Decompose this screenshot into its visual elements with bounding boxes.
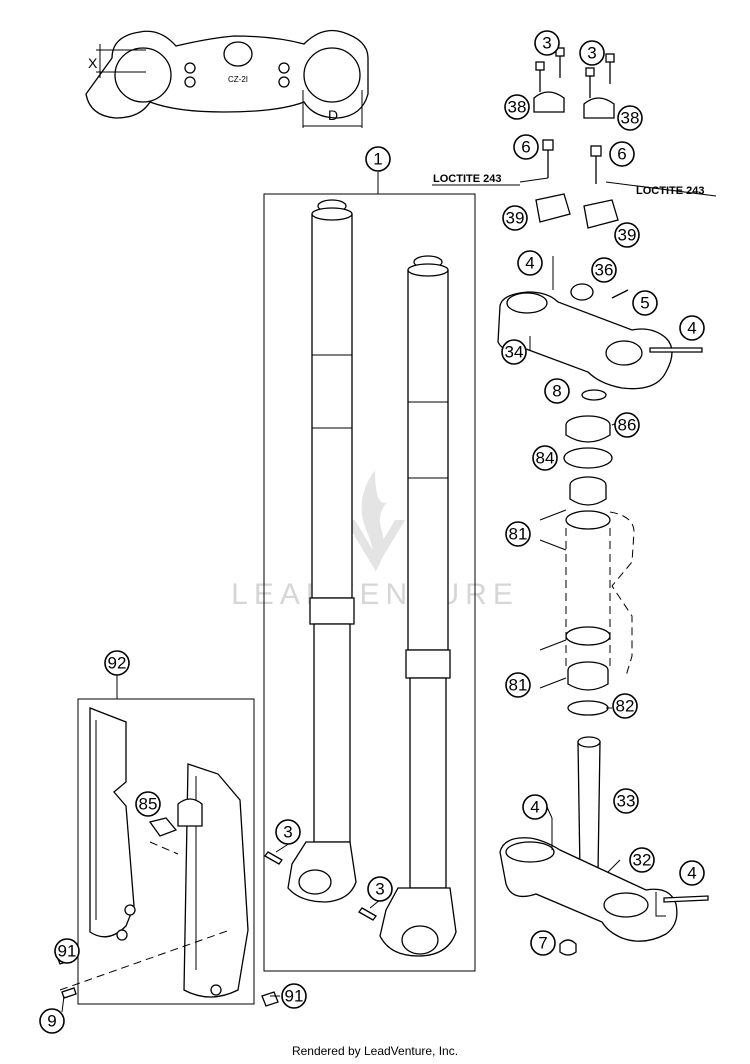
svg-text:3: 3 [542,34,551,53]
svg-text:91: 91 [285,987,304,1006]
callout-85: 85 [135,791,161,817]
fork-group-frame [263,193,476,972]
svg-text:6: 6 [617,145,626,164]
svg-text:85: 85 [139,795,158,814]
callout-6: 6 [609,141,635,167]
svg-text:38: 38 [621,109,640,128]
callout-5: 5 [632,290,658,316]
left-fork-guard [89,707,136,941]
callout-39: 39 [502,205,528,231]
callout-81: 81 [505,672,531,698]
svg-text:39: 39 [618,226,637,245]
loctite-label-right: LOCTITE 243 [636,185,704,197]
svg-text:5: 5 [640,294,649,313]
svg-text:38: 38 [508,98,527,117]
svg-text:8: 8 [552,382,561,401]
callout-8: 8 [544,378,570,404]
svg-text:6: 6 [521,138,530,157]
svg-text:3: 3 [375,880,384,899]
svg-text:4: 4 [687,319,696,338]
svg-text:32: 32 [633,851,652,870]
callout-4: 4 [679,315,705,341]
handlebar-clamp-parts [533,47,619,229]
lower-bearing-stack [565,626,611,716]
svg-text:CZ-2I: CZ-2I [228,75,248,84]
triple-clamp-detail: CZ-2I [85,29,369,128]
callout-33: 33 [613,788,639,814]
callout-38: 38 [504,94,530,120]
callout-91: 91 [54,938,80,964]
callout-38: 38 [617,105,643,131]
callout-36: 36 [591,257,617,283]
svg-text:7: 7 [538,934,547,953]
callout-92: 92 [104,650,130,676]
callout-3: 3 [367,876,393,902]
bearing-seal-stack [563,415,613,530]
svg-text:33: 33 [617,792,636,811]
callout-4: 4 [679,860,705,886]
svg-text:3: 3 [587,44,596,63]
svg-text:86: 86 [618,416,637,435]
callout-32: 32 [629,847,655,873]
callout-34: 34 [501,339,527,365]
svg-text:81: 81 [509,525,528,544]
lower-triple-clamp [499,736,709,942]
svg-text:4: 4 [525,254,534,273]
loctite-label-left: LOCTITE 243 [433,173,501,185]
svg-text:84: 84 [536,449,555,468]
guard-clip [148,817,178,837]
right-fork-guard [177,763,249,998]
right-fork-leg [379,255,457,957]
svg-text:4: 4 [530,798,539,817]
o-ring [581,389,607,401]
callout-3: 3 [534,30,560,56]
dimension-x-label: X [88,55,98,71]
svg-text:81: 81 [509,676,528,695]
watermark: LEADVENTURE [231,470,519,611]
watermark-text: LEADVENTURE [231,578,519,611]
footer-credit: Rendered by LeadVenture, Inc. [291,1044,459,1058]
svg-text:3: 3 [283,823,292,842]
callout-91: 91 [281,983,307,1009]
nut [559,939,577,956]
svg-text:92: 92 [108,654,127,673]
dimension-d-label: D [328,107,338,123]
callout-7: 7 [530,930,556,956]
left-fork-leg [287,199,357,903]
callout-3: 3 [275,819,301,845]
svg-text:1: 1 [373,150,382,169]
callout-81: 81 [505,521,531,547]
callout-6: 6 [513,134,539,160]
callout-84: 84 [532,445,558,471]
callout-86: 86 [614,412,640,438]
callout-4: 4 [522,794,548,820]
callout-3: 3 [579,40,605,66]
svg-text:9: 9 [47,1012,56,1031]
svg-text:4: 4 [687,864,696,883]
callout-4: 4 [517,250,543,276]
callout-39: 39 [614,222,640,248]
callout-82: 82 [612,693,638,719]
callout-9: 9 [39,1008,65,1034]
upper-triple-clamp [497,256,703,390]
svg-text:36: 36 [595,261,614,280]
svg-text:91: 91 [58,942,77,961]
callout-1: 1 [365,146,391,172]
svg-text:82: 82 [616,697,635,716]
fork-guard-group-frame [77,698,255,1005]
svg-text:34: 34 [505,343,524,362]
svg-text:39: 39 [506,209,525,228]
